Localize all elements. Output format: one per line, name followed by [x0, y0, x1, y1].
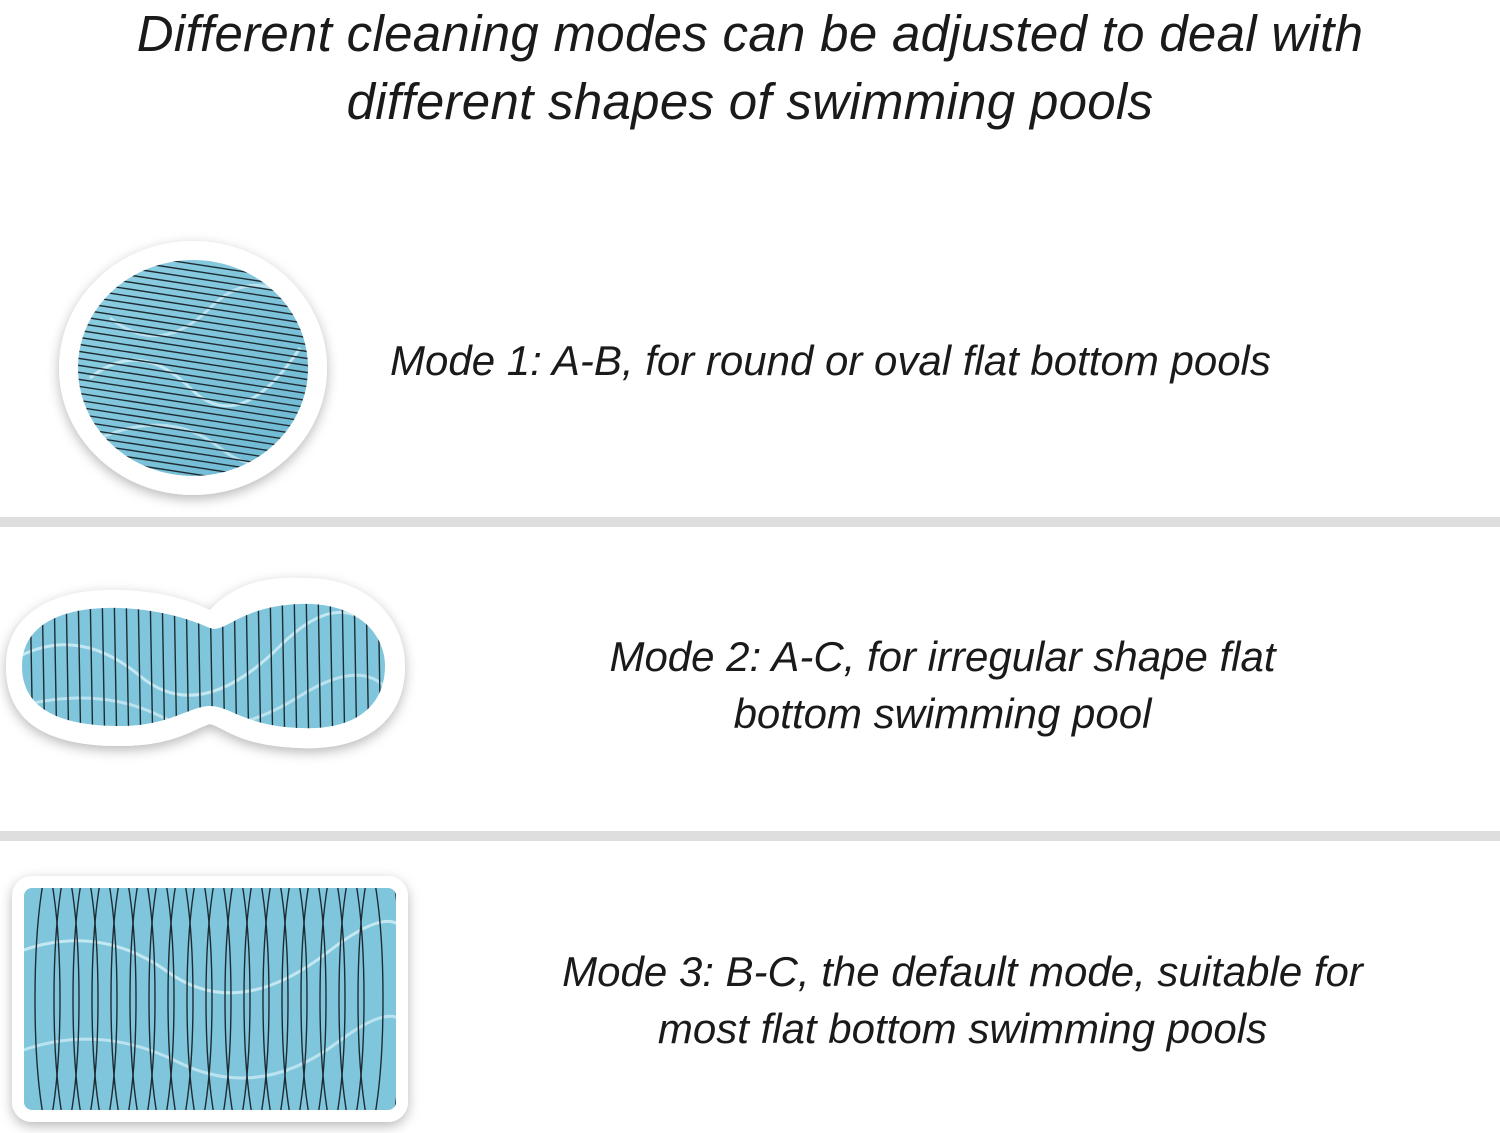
path-line	[317, 603, 322, 729]
path-loop	[129, 888, 175, 1110]
path-line	[78, 384, 308, 426]
divider-1	[0, 517, 1500, 527]
path-loop	[224, 888, 270, 1110]
path-line	[78, 321, 308, 363]
path-line	[78, 328, 308, 370]
mode-1-caption: Mode 1: A-B, for round or oval flat bott…	[390, 332, 1460, 389]
path-loop	[243, 888, 289, 1110]
title-line-2: different shapes of swimming pools	[346, 73, 1154, 130]
path-line	[78, 286, 308, 328]
mode-2-text-line-2: bottom swimming pool	[733, 690, 1152, 737]
path-line	[78, 307, 308, 349]
rectangular-pool-path-lines	[24, 888, 396, 1110]
mode-2-caption: Mode 2: A-C, for irregular shape flat bo…	[470, 628, 1415, 742]
page-title: Different cleaning modes can be adjusted…	[0, 0, 1500, 136]
path-loop	[357, 888, 396, 1110]
divider-2	[0, 831, 1500, 841]
title-line-1: Different cleaning modes can be adjusted…	[136, 5, 1364, 62]
path-line	[293, 603, 298, 729]
path-loop	[167, 888, 213, 1110]
path-loop	[148, 888, 194, 1110]
path-line	[78, 342, 308, 384]
mode-1-text: Mode 1: A-B, for round or oval flat bott…	[390, 337, 1271, 384]
mode-3-text-line-2: most flat bottom swimming pools	[657, 1005, 1268, 1052]
path-line	[78, 300, 308, 342]
mode-3-text-line-1: Mode 3: B-C, the default mode, suitable …	[562, 948, 1363, 995]
path-loop	[319, 888, 365, 1110]
path-line	[78, 377, 308, 419]
path-loop	[281, 888, 327, 1110]
path-loop	[24, 888, 61, 1110]
path-loop	[34, 888, 80, 1110]
path-line	[78, 363, 308, 405]
path-line	[78, 370, 308, 412]
path-line	[305, 603, 310, 729]
irregular-pool-icon	[6, 577, 405, 749]
mode-3-caption: Mode 3: B-C, the default mode, suitable …	[460, 943, 1465, 1057]
path-loop	[205, 888, 251, 1110]
path-loop	[53, 888, 99, 1110]
path-line	[78, 293, 308, 335]
path-loop	[91, 888, 137, 1110]
round-pool-icon	[59, 241, 327, 495]
path-loop	[72, 888, 118, 1110]
path-line	[78, 356, 308, 398]
path-line	[70, 182, 330, 222]
path-loop	[110, 888, 156, 1110]
path-line	[78, 391, 308, 433]
path-line	[78, 335, 308, 377]
path-loop	[262, 888, 308, 1110]
path-line	[78, 314, 308, 356]
path-line	[70, 203, 330, 243]
rectangular-pool-icon	[12, 876, 408, 1122]
mode-2-text-line-1: Mode 2: A-C, for irregular shape flat	[609, 633, 1276, 680]
path-line	[70, 196, 330, 236]
path-loop	[300, 888, 346, 1110]
path-loop	[338, 888, 384, 1110]
path-line	[78, 349, 308, 391]
path-line	[70, 189, 330, 229]
path-loop	[186, 888, 232, 1110]
